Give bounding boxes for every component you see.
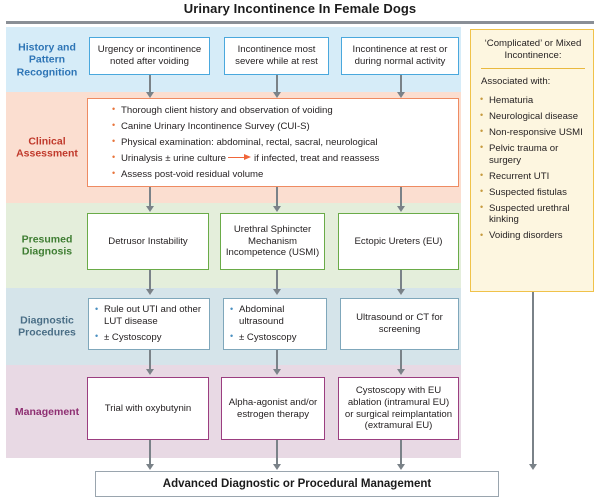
side-panel-item-7: Suspected urethral kinking	[480, 202, 586, 227]
connector-arrow-c3	[396, 187, 405, 213]
clinical-bullet-3: Physical examination: abdominal, rectal,…	[112, 136, 452, 149]
diagnostic-bullet-list-2: Abdominal ultrasound ± Cystoscopy	[230, 304, 322, 344]
clinical-assessment-box[interactable]: Thorough client history and observation …	[87, 98, 459, 187]
side-panel-item-8: Voiding disorders	[480, 230, 586, 242]
band-label-diagnostic: Diagnostic Procedures	[18, 314, 76, 339]
diagnostic-box-3[interactable]: Ultrasound or CT for screening	[340, 298, 459, 350]
side-panel-item-4: Pelvic trauma or surgery	[480, 142, 586, 167]
page-title: Urinary Incontinence In Female Dogs	[183, 1, 417, 16]
connector-arrow-m2	[272, 440, 281, 471]
clinical-bullet-1: Thorough client history and observation …	[112, 104, 452, 117]
connector-arrow-h1	[145, 75, 154, 99]
management-box-2[interactable]: Alpha-agonist and/or estrogen therapy	[221, 377, 325, 440]
management-box-1[interactable]: Trial with oxybutynin	[87, 377, 209, 440]
diagnostic-bullet-list-1: Rule out UTI and other LUT disease ± Cys…	[95, 304, 205, 344]
presumed-box-1[interactable]: Detrusor Instability	[87, 213, 209, 270]
clinical-bullet-2: Canine Urinary Incontinence Survey (CUI-…	[112, 120, 452, 133]
diagnostic-bullet-1-1: Rule out UTI and other LUT disease	[95, 304, 205, 328]
connector-arrow-m3	[396, 440, 405, 471]
connector-arrow-d1	[145, 350, 154, 376]
side-panel-divider	[481, 67, 585, 70]
connector-arrow-c2	[272, 187, 281, 213]
diagnostic-box-1[interactable]: Rule out UTI and other LUT disease ± Cys…	[88, 298, 210, 350]
connector-arrow-c1	[145, 187, 154, 213]
side-panel-title: ‘Complicated’ or Mixed Incontinence:	[484, 38, 582, 61]
title-divider	[6, 21, 594, 24]
presumed-box-3[interactable]: Ectopic Ureters (EU)	[338, 213, 459, 270]
connector-arrow-h2	[272, 75, 281, 99]
band-label-history: History and Pattern Recognition	[16, 40, 78, 78]
complicated-incontinence-panel[interactable]: ‘Complicated’ or Mixed Incontinence: Ass…	[470, 29, 594, 292]
side-panel-list: Hematuria Neurological disease Non-respo…	[480, 94, 586, 242]
side-panel-item-5: Recurrent UTI	[480, 170, 586, 183]
side-panel-item-2: Neurological disease	[480, 110, 586, 123]
connector-arrow-p2	[272, 270, 281, 296]
side-panel-subtitle: Associated with:	[481, 76, 551, 88]
connector-arrow-d3	[396, 350, 405, 376]
band-label-presumed: Presumed Diagnosis	[21, 233, 73, 258]
clinical-bullet-5: Assess post-void residual volume	[112, 168, 452, 181]
connector-arrow-h3	[396, 75, 405, 99]
band-label-management: Management	[14, 405, 80, 418]
footer-bar[interactable]: Advanced Diagnostic or Procedural Manage…	[95, 471, 499, 497]
side-panel-item-6: Suspected fistulas	[480, 186, 586, 199]
history-box-3[interactable]: Incontinence at rest or during normal ac…	[341, 37, 459, 75]
presumed-box-2[interactable]: Urethral Sphincter Mechanism Incompetenc…	[220, 213, 325, 270]
diagnostic-box-2[interactable]: Abdominal ultrasound ± Cystoscopy	[223, 298, 327, 350]
diagnostic-bullet-2-2: ± Cystoscopy	[230, 331, 322, 344]
connector-arrow-side	[528, 292, 537, 471]
side-panel-item-3: Non-responsive USMI	[480, 126, 586, 139]
footer-label: Advanced Diagnostic or Procedural Manage…	[162, 478, 432, 490]
management-box-3[interactable]: Cystoscopy with EU ablation (intramural …	[338, 377, 459, 440]
history-box-1[interactable]: Urgency or incontinence noted after void…	[89, 37, 210, 75]
connector-arrow-m1	[145, 440, 154, 471]
side-panel-item-1: Hematuria	[480, 94, 586, 107]
history-box-2[interactable]: Incontinence most severe while at rest	[224, 37, 329, 75]
band-label-clinical: Clinical Assessment	[16, 135, 78, 160]
diagnostic-bullet-2-1: Abdominal ultrasound	[230, 304, 322, 328]
right-arrow-icon	[227, 153, 252, 162]
connector-arrow-p1	[145, 270, 154, 296]
connector-arrow-p3	[396, 270, 405, 296]
diagnostic-bullet-1-2: ± Cystoscopy	[95, 331, 205, 344]
clinical-bullet-list: Thorough client history and observation …	[112, 104, 452, 181]
connector-arrow-d2	[272, 350, 281, 376]
